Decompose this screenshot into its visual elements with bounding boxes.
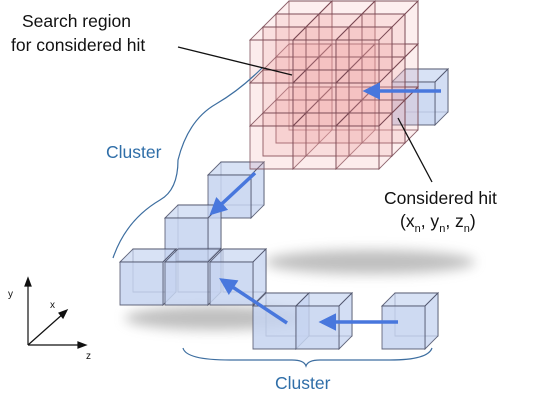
- search-cell-24: [248, 111, 308, 171]
- x-axis-arrowhead: [58, 308, 69, 320]
- search-cell-25: [291, 111, 351, 171]
- z-axis-arrowhead: [77, 341, 88, 349]
- cluster-label-lower: Cluster: [275, 373, 331, 393]
- brace-upper-cluster: [112, 67, 263, 259]
- y-axis-arrowhead: [24, 276, 32, 287]
- search-cell-15: [261, 98, 321, 158]
- arrow-lower-to-middle: [219, 278, 288, 325]
- leader-search-region: [177, 46, 293, 76]
- search-cell-6: [274, 85, 334, 145]
- axis-label-y: y: [8, 289, 13, 300]
- brace-lower-cluster: [182, 347, 433, 368]
- axes-triad: [24, 276, 88, 349]
- considered-hit-coordinates: (xn, yn, zn): [400, 211, 476, 235]
- arrow-to-upper-chain: [209, 171, 257, 216]
- search-cell-19: [291, 25, 351, 85]
- leader-lines: [177, 46, 433, 183]
- axis-label-x: x: [50, 300, 55, 311]
- hit-cube-row-1: [118, 247, 178, 307]
- hit-cube-bottom-3: [380, 291, 440, 351]
- considered-hit-label: Considered hit: [384, 188, 497, 208]
- leader-considered-hit: [397, 117, 433, 183]
- search-cell-26: [334, 111, 394, 171]
- search-region-label-line1: Search region: [22, 11, 131, 31]
- axis-label-z: z: [86, 351, 91, 362]
- link-arrows: [209, 82, 441, 331]
- hit-cube-row-3: [208, 247, 268, 307]
- x-axis-line: [27, 312, 65, 346]
- search-region-label-line2: for considered hit: [11, 35, 145, 55]
- cluster-label-upper: Cluster: [106, 142, 162, 162]
- search-region: [248, 0, 420, 171]
